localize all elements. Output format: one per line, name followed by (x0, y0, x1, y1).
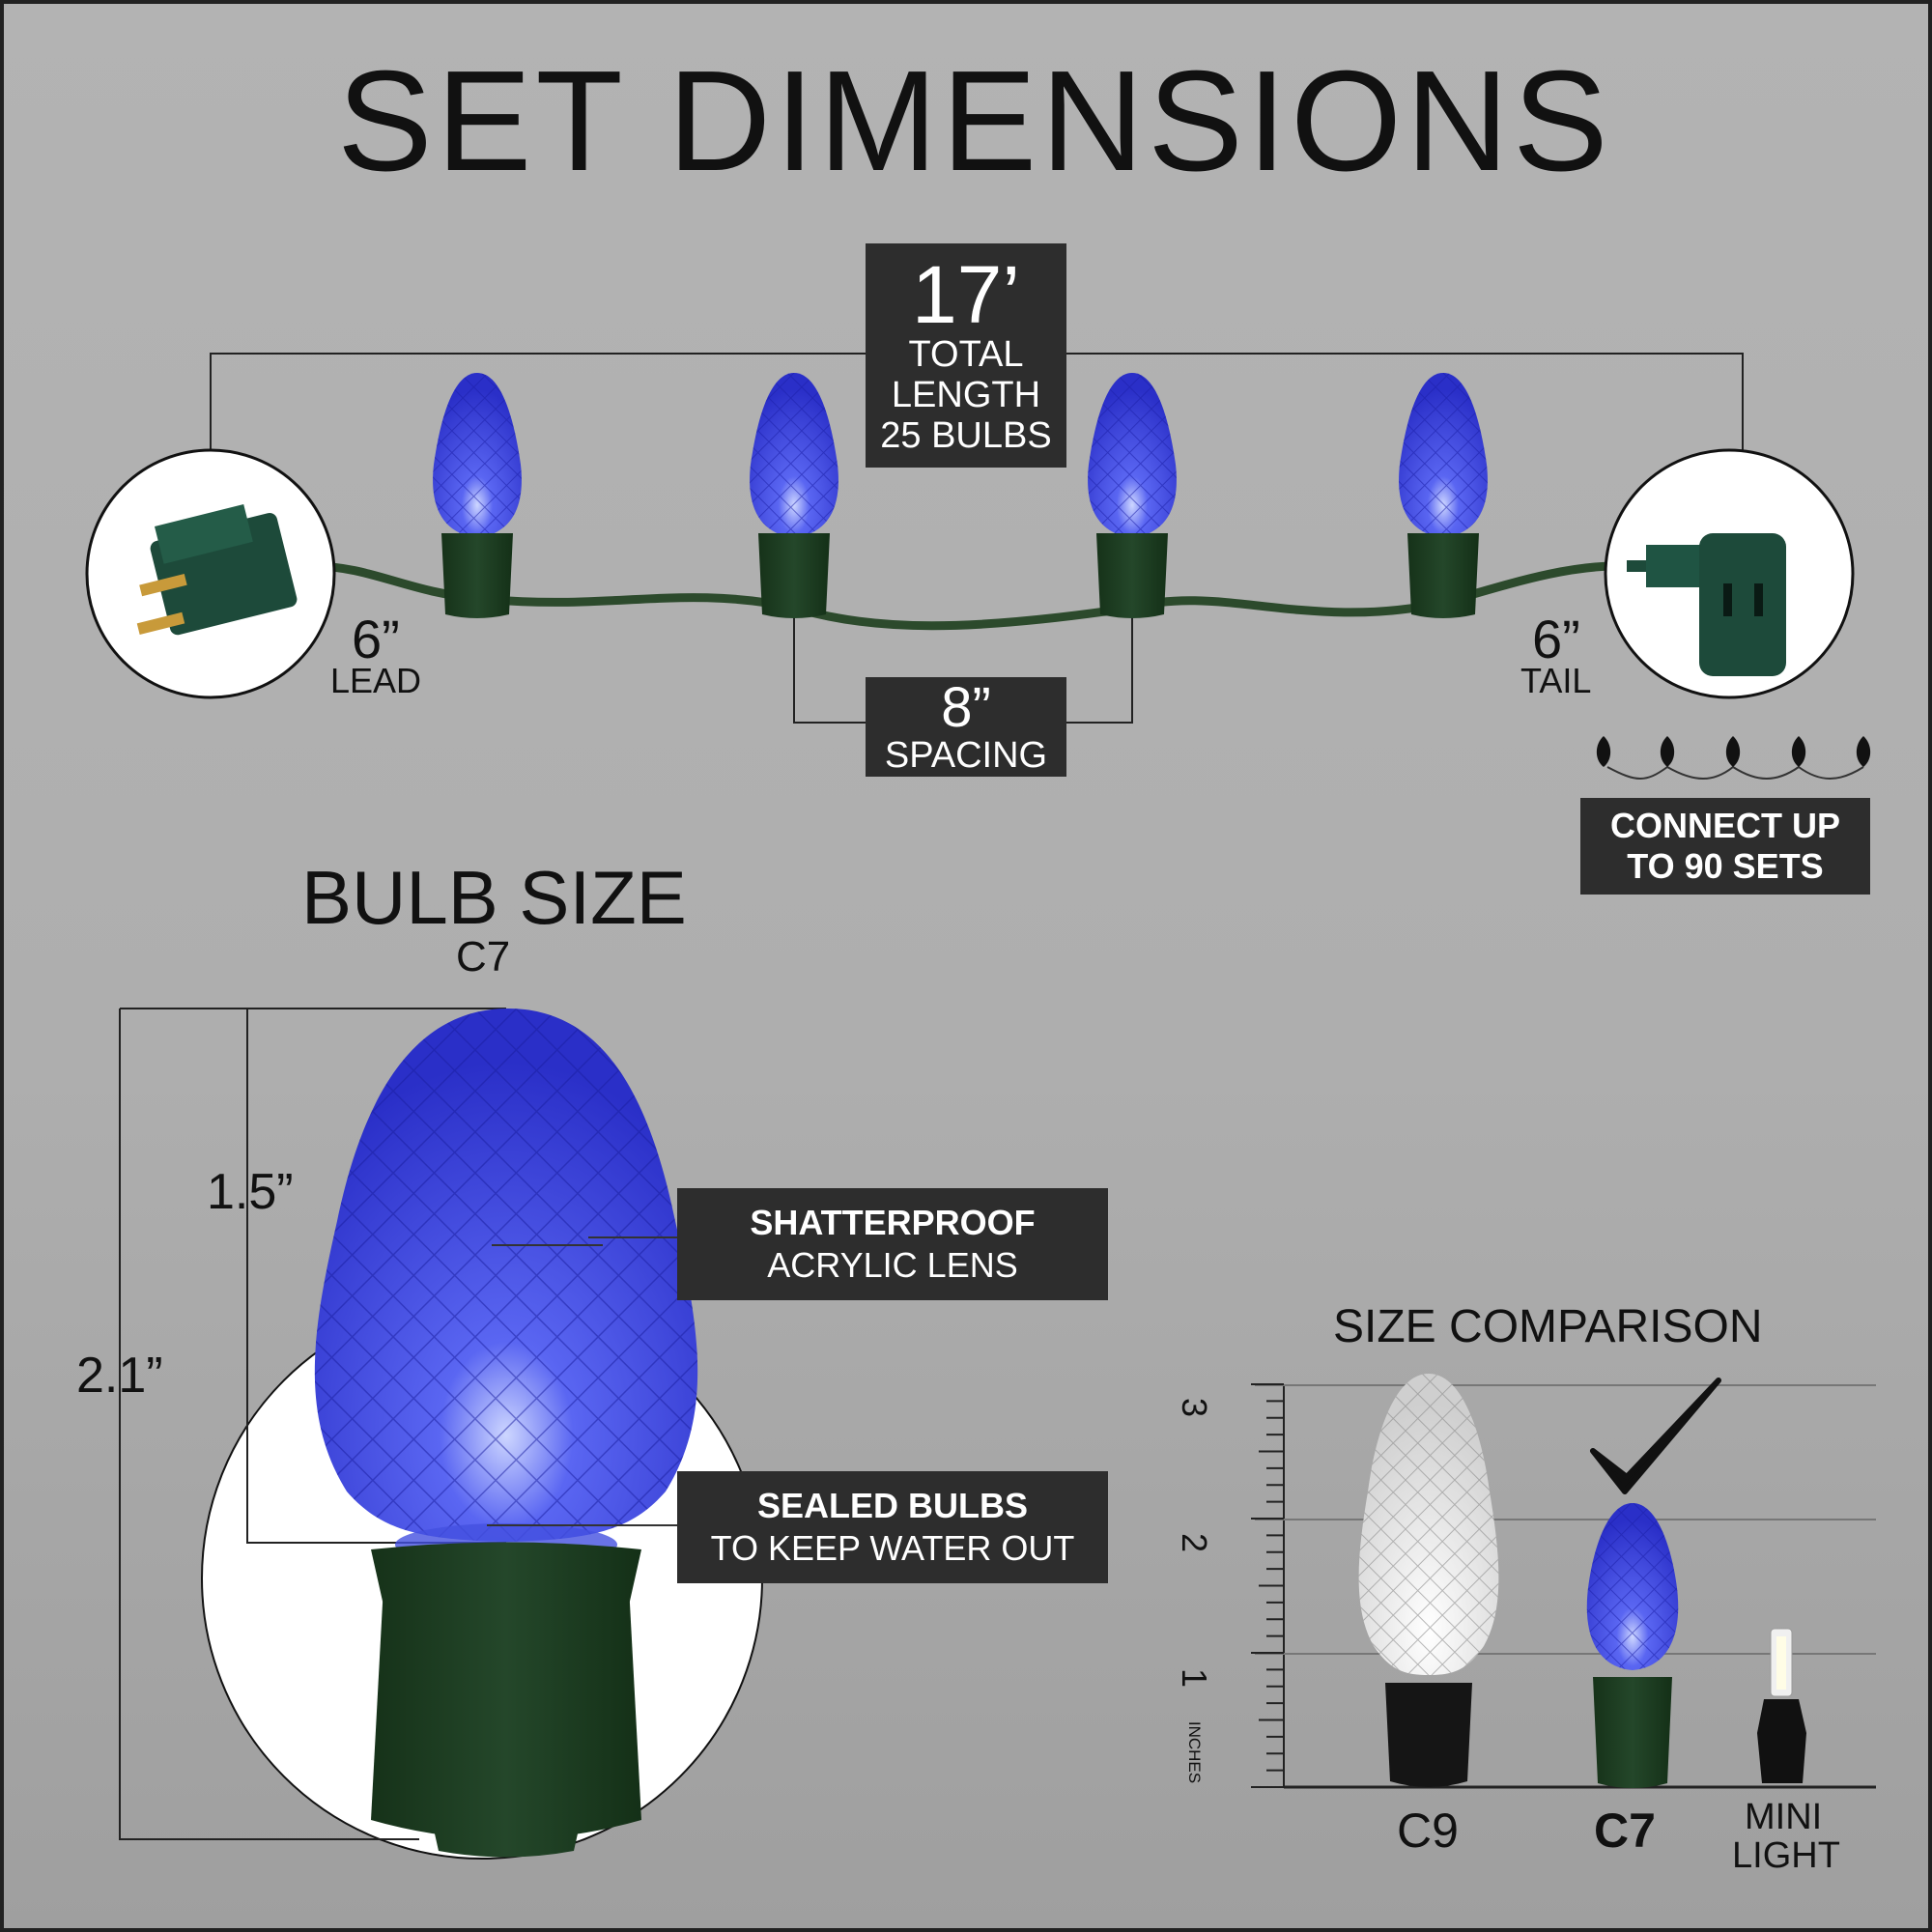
sealed-bulbs-label: SEALED BULBS (756, 1486, 1029, 1525)
mini-bulb-icon (1596, 736, 1611, 767)
spacing-value: 8” (941, 675, 991, 739)
ruler-label-3: 3 (1175, 1397, 1215, 1418)
socket-circle (1604, 448, 1855, 699)
checkmark-icon (1590, 1378, 1721, 1494)
total-length-line2: LENGTH (891, 375, 1041, 415)
tail-value: 6” (1532, 609, 1580, 669)
mini-bulb-icon (1660, 736, 1675, 767)
mini-bulb-icon (1856, 736, 1871, 767)
spacing-label: SPACING (884, 734, 1048, 776)
lens-height-dimension: 1.5” (207, 1164, 294, 1220)
connect-sets-box: CONNECT UP TO 90 SETS (1580, 798, 1870, 895)
spacing-box: 8” SPACING (866, 677, 1066, 777)
connect-line2: TO 90 SETS (1627, 846, 1824, 886)
connect-strand-icon (1596, 736, 1871, 780)
page-title: SET DIMENSIONS (337, 42, 1612, 201)
c7-label: C7 (1594, 1804, 1656, 1858)
string-bulb (750, 373, 838, 618)
mini-bulb-icon (1725, 736, 1741, 767)
string-bulb (433, 373, 522, 618)
mini-light-comparison-bulb (1757, 1628, 1806, 1783)
total-length-line1: TOTAL (908, 334, 1024, 375)
lead-value: 6” (352, 609, 400, 669)
total-length-box: 17’ TOTAL LENGTH 25 BULBS (866, 243, 1066, 468)
c7-comparison-bulb (1586, 1503, 1679, 1788)
acrylic-lens-label: ACRYLIC LENS (767, 1245, 1018, 1285)
sealed-bulbs-callout: SEALED BULBS TO KEEP WATER OUT (677, 1471, 1108, 1583)
shatterproof-label: SHATTERPROOF (750, 1203, 1036, 1242)
string-bulbs (433, 373, 1488, 618)
c9-comparison-bulb (1358, 1374, 1499, 1787)
bulb-type-label: C7 (456, 933, 511, 980)
keep-water-out-label: TO KEEP WATER OUT (710, 1528, 1075, 1568)
total-height-dimension: 2.1” (76, 1348, 163, 1404)
shatterproof-callout: SHATTERPROOF ACRYLIC LENS (677, 1188, 1108, 1300)
string-bulb (1088, 373, 1177, 618)
mini-light-label-line2: LIGHT (1732, 1835, 1840, 1876)
mini-bulb-icon (1791, 736, 1806, 767)
ruler-unit-label: INCHES (1185, 1720, 1205, 1784)
connect-line1: CONNECT UP (1609, 806, 1840, 845)
string-bulb (1399, 373, 1488, 618)
diagram-artwork (85, 353, 1876, 1860)
c9-label: C9 (1397, 1804, 1459, 1858)
bulb-size-title: BULB SIZE (301, 855, 687, 940)
ruler-label-1: 1 (1175, 1667, 1215, 1689)
plug-circle (85, 448, 336, 699)
mini-light-label-line1: MINI (1745, 1797, 1823, 1837)
total-bulbs-count: 25 BULBS (880, 415, 1052, 456)
c7-large-bulb (119, 1008, 763, 1860)
tail-label: TAIL (1520, 661, 1592, 700)
ruler-label-2: 2 (1175, 1532, 1215, 1553)
size-comparison-title: SIZE COMPARISON (1333, 1301, 1763, 1352)
total-length-value: 17’ (911, 249, 1021, 340)
lead-label: LEAD (330, 661, 422, 700)
